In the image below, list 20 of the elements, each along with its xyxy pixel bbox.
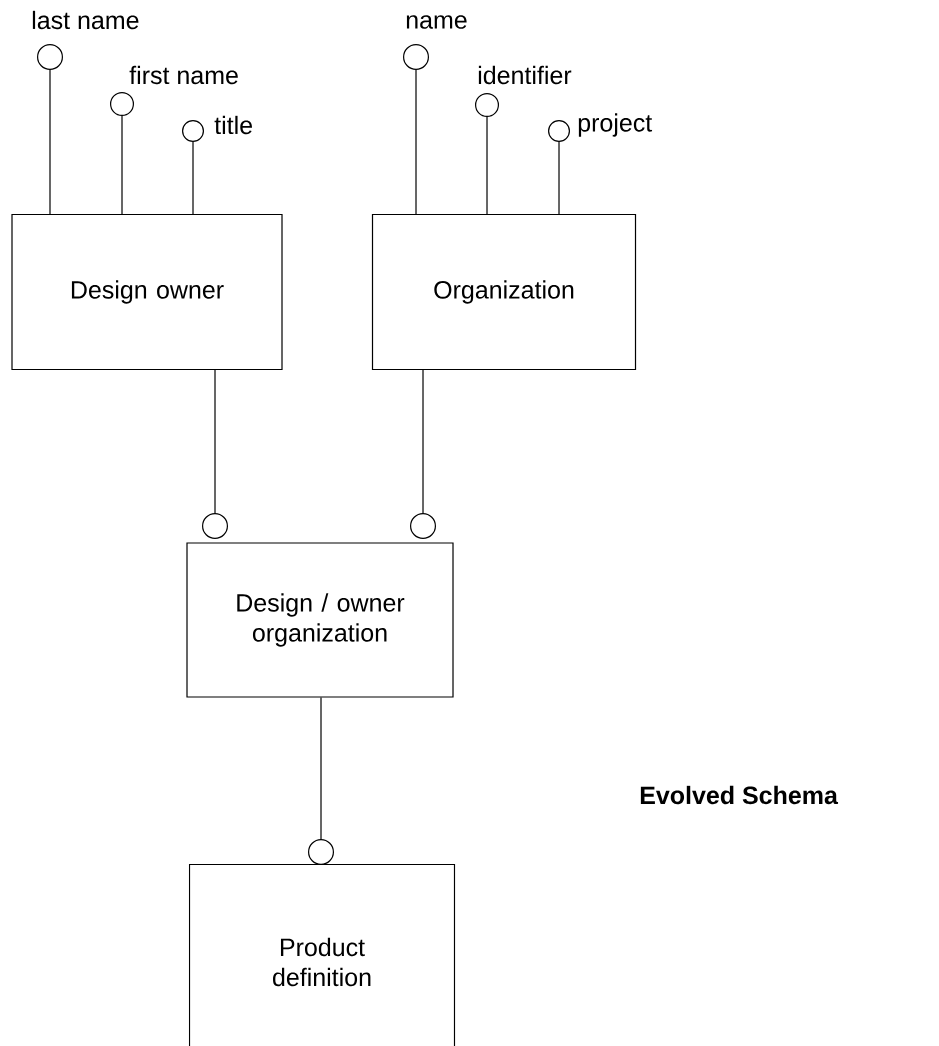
connector <box>182 120 204 142</box>
connector <box>475 93 499 117</box>
connector <box>548 120 570 142</box>
attribute-label: project <box>578 113 653 137</box>
connector <box>202 513 228 539</box>
entity-box: Organization <box>371 213 637 371</box>
connector <box>308 839 334 865</box>
attribute-label: first name <box>129 65 238 85</box>
entity-box: Design / owner organization <box>186 542 454 698</box>
connector <box>410 513 436 539</box>
connector <box>403 44 429 70</box>
entity-box: Product definition <box>188 863 456 1046</box>
attribute-label: identifier <box>478 65 572 85</box>
attribute-label: last name <box>32 10 139 30</box>
attribute-label: title <box>214 115 252 135</box>
attribute-label: name <box>406 15 467 29</box>
entity-box: Design owner <box>11 213 283 371</box>
connector <box>37 44 63 70</box>
title: Evolved Schema <box>640 785 839 805</box>
connector <box>110 92 134 116</box>
